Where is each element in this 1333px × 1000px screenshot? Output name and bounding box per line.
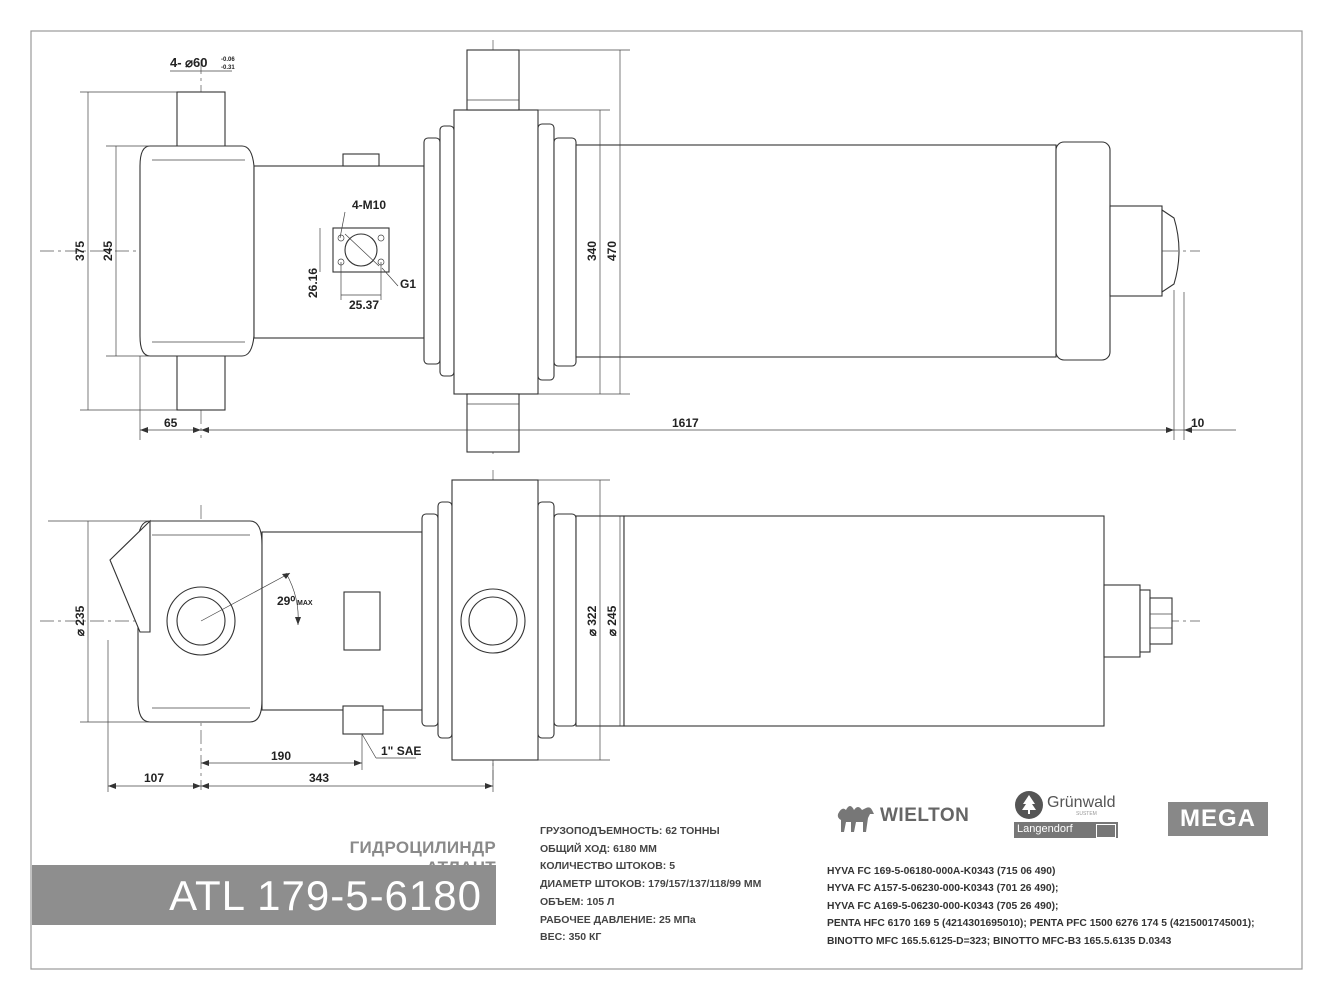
trunnion-tol-lower: -0.31 — [221, 65, 235, 71]
spec-item: КОЛИЧЕСТВО ШТОКОВ: 5 — [540, 860, 676, 873]
spec-item: ВЕС: 350 КГ — [540, 931, 602, 944]
specs-list: ГРУЗОПОДЪЕМНОСТЬ: 62 ТОННЫ ОБЩИЙ ХОД: 61… — [540, 823, 761, 947]
side-view — [40, 470, 1200, 792]
dim-diameter-322: ⌀ 322 — [585, 605, 599, 636]
dim-flange-height: 26.16 — [306, 268, 320, 298]
trunnion-spec: 4- ⌀60 — [170, 55, 207, 70]
langendorf-emblem-icon — [1096, 824, 1116, 838]
dim-head-offset-107: 107 — [144, 771, 164, 785]
model-band — [32, 865, 496, 925]
port-g1-label: G1 — [400, 277, 416, 291]
dim-flange-width: 25.37 — [349, 298, 379, 312]
port-sae-label: 1" SAE — [381, 744, 421, 758]
spec-item: ГРУЗОПОДЪЕМНОСТЬ: 62 ТОННЫ — [540, 825, 720, 837]
grunwald-wordmark: Grünwald — [1047, 794, 1116, 811]
spec-item: РАБОЧЕЕ ДАВЛЕНИЕ: 25 МПа — [540, 913, 696, 926]
spec-item: ОБЩИЙ ХОД: 6180 ММ — [540, 842, 657, 855]
compat-item: HYVA FC A157-5-06230-000-K0343 (701 26 4… — [827, 883, 1059, 895]
drawing-frame — [30, 30, 1303, 970]
dim-ring-340: 340 — [585, 241, 599, 261]
grunwald-subtext: SUSTEM — [1076, 811, 1097, 817]
compat-item: HYVA FC 169-5-06180-000A-K0343 (715 06 4… — [827, 866, 1056, 877]
langendorf-wordmark: Langendorf — [1017, 823, 1073, 835]
camel-icon — [837, 806, 874, 832]
dim-diameter-245: ⌀ 245 — [605, 605, 619, 636]
model-title: ATL 179-5-6180 — [169, 872, 482, 919]
dim-height-245: 245 — [101, 241, 115, 261]
wielton-logo: WIELTON — [836, 800, 976, 836]
dim-offset-65: 65 — [164, 416, 178, 430]
dim-angle-suffix: MAX — [297, 600, 313, 607]
compat-item: HYVA FC A169-5-06230-000-K0343 (705 26 4… — [827, 900, 1059, 912]
spec-item: ДИАМЕТР ШТОКОВ: 179/157/137/118/99 ММ — [540, 878, 762, 891]
mega-wordmark: MEGA — [1180, 805, 1256, 832]
trunnion-tol-upper: -0.06 — [221, 57, 235, 63]
dim-height-375: 375 — [73, 241, 87, 261]
compatibility-list: HYVA FC 169-5-06180-000A-K0343 (715 06 4… — [827, 863, 1255, 950]
spec-item: ОБЪЕМ: 105 Л — [540, 895, 615, 908]
dim-ring-470: 470 — [605, 241, 619, 261]
mega-logo: MEGA — [1168, 802, 1268, 836]
langendorf-bar: Langendorf — [1014, 822, 1118, 838]
port-thread-label: 4-M10 — [352, 198, 386, 212]
dim-port-offset-190: 190 — [271, 749, 291, 763]
dim-ring-offset-343: 343 — [309, 771, 329, 785]
compat-item: PENTA HFC 6170 169 5 (4214301695010); PE… — [827, 918, 1255, 930]
dim-offset-10: 10 — [1191, 416, 1205, 430]
dim-angle: 29⁰ — [277, 594, 295, 608]
dim-diameter-235: ⌀ 235 — [73, 605, 87, 636]
grunwald-logo: Grünwald SUSTEM Langendorf — [1014, 790, 1118, 840]
tree-icon — [1015, 791, 1043, 819]
wielton-wordmark: WIELTON — [880, 805, 970, 826]
dim-length-1617: 1617 — [672, 416, 699, 430]
top-view — [40, 40, 1236, 455]
compat-item: BINOTTO MFC 165.5.6125-D=323; BINOTTO MF… — [827, 935, 1172, 947]
